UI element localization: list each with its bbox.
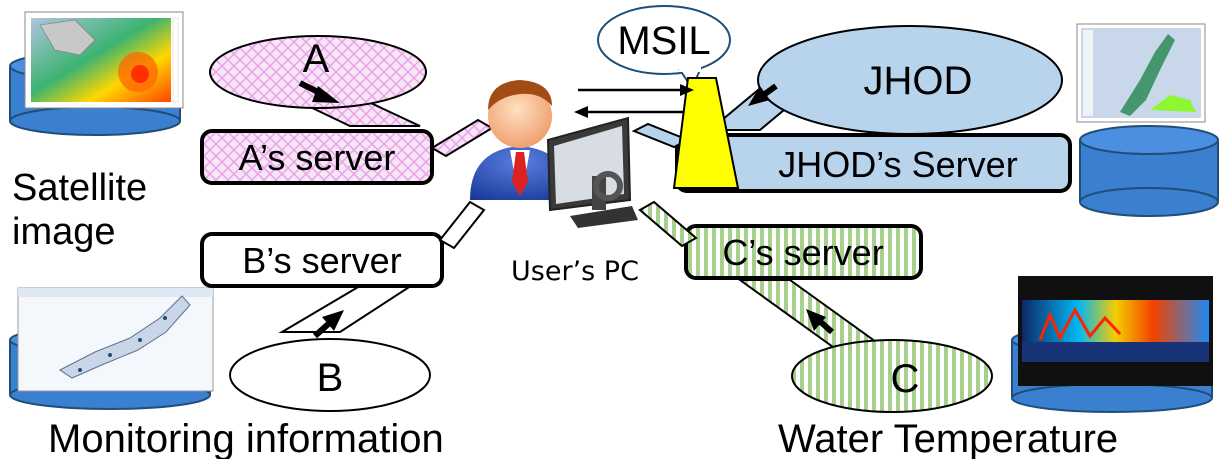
water-temperature-thumbnail (1018, 276, 1213, 386)
source-c-ellipse: C (791, 339, 993, 413)
server-b-label: B’s server (242, 240, 401, 281)
monitoring-map-thumbnail (17, 287, 214, 392)
satellite-caption-line1: Satellite (12, 167, 147, 209)
satellite-image-thumbnail (24, 11, 184, 109)
water-temperature-caption: Water Temperature (778, 417, 1118, 459)
msil-server-icon (672, 77, 740, 189)
source-jhod-label: JHOD (864, 59, 973, 103)
user-avatar-icon (470, 80, 572, 200)
server-box-c: C’s server (684, 224, 923, 280)
msil-callout: MSIL (597, 5, 731, 91)
arrow-a-icon (298, 80, 340, 103)
server-box-a: A’s server (200, 129, 434, 185)
msil-label: MSIL (617, 19, 710, 63)
source-c-label: C (891, 357, 920, 401)
monitoring-caption: Monitoring information (48, 417, 444, 459)
connector-c-icon (638, 200, 698, 248)
source-a-ellipse: A (209, 35, 427, 109)
source-jhod-ellipse: JHOD (757, 25, 1063, 135)
server-a-label: A’s server (239, 137, 396, 178)
database-jhod-icon (1079, 125, 1219, 217)
desktop-computer-icon (546, 116, 638, 228)
server-box-jhod: JHOD’s Server (675, 133, 1072, 193)
connector-a-icon (430, 118, 494, 158)
exchange-arrows-icon (574, 84, 694, 118)
source-b-label: B (317, 356, 344, 400)
server-c-label: C’s server (722, 232, 883, 273)
arrow-b-icon (312, 310, 344, 339)
server-box-b: B’s server (200, 232, 444, 288)
jhod-map-thumbnail (1076, 23, 1206, 123)
server-jhod-label: JHOD’s Server (778, 144, 1017, 185)
connector-b-icon (438, 200, 486, 250)
source-b-ellipse: B (229, 338, 431, 412)
satellite-caption-line2: image (12, 211, 116, 253)
user-pc-label: User’s PC (511, 256, 639, 287)
arrow-jhod-icon (748, 83, 778, 106)
arrow-c-icon (806, 309, 834, 335)
source-a-label: A (303, 37, 330, 81)
